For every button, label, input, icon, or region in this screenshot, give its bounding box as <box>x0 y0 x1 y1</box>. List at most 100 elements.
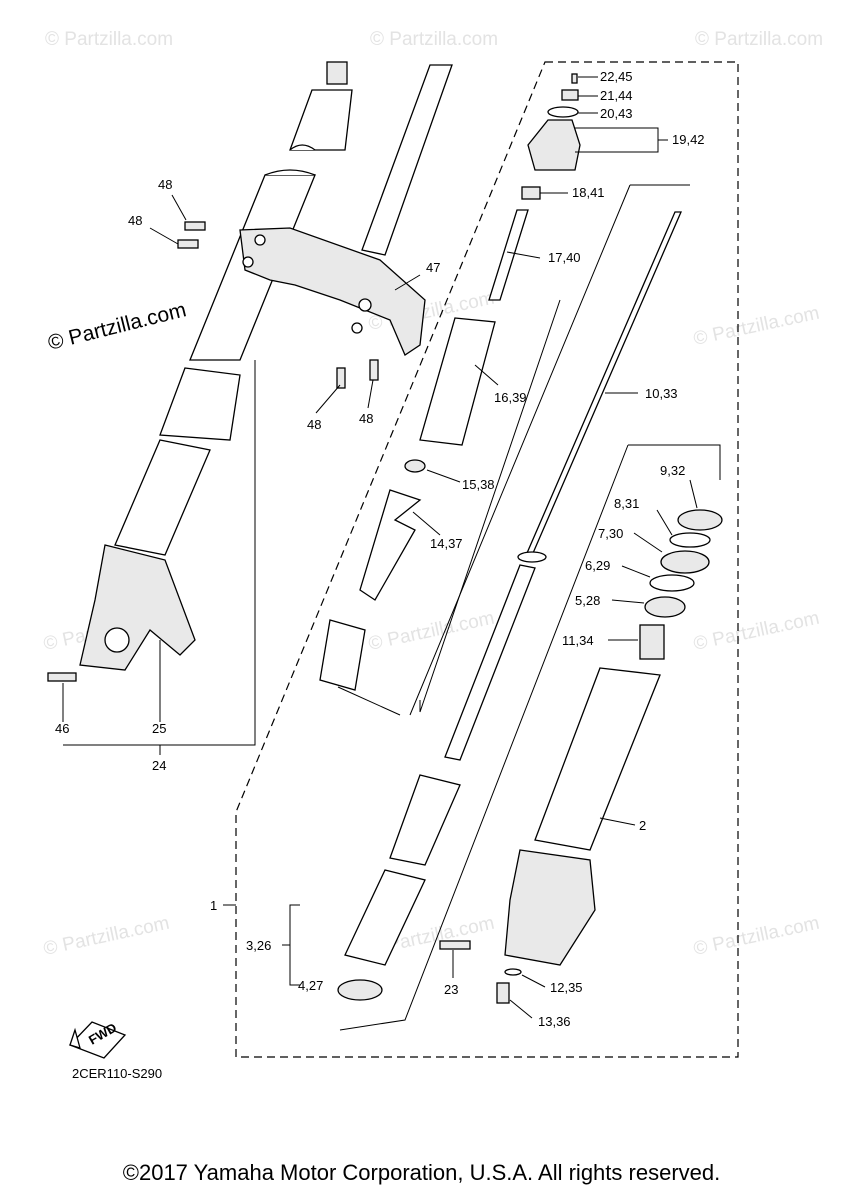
locknut <box>521 186 541 200</box>
callout-1: 1 <box>210 898 217 913</box>
stopper-ring <box>669 532 711 548</box>
dust-seal <box>677 509 723 531</box>
spacer-rod <box>488 209 529 301</box>
watermark: © Partzilla.com <box>695 29 823 50</box>
bolt-48 <box>177 239 199 249</box>
leader-line <box>412 511 441 536</box>
callout-8-31: 8,31 <box>614 496 639 511</box>
bolt-48 <box>184 221 206 231</box>
bolt-23 <box>439 940 471 950</box>
callout-5-28: 5,28 <box>575 593 600 608</box>
leader-line <box>509 999 533 1019</box>
leader-line <box>474 364 499 386</box>
watermark: © Partzilla.com <box>692 608 822 655</box>
callout-12-35: 12,35 <box>550 980 583 995</box>
callout-25: 25 <box>152 721 166 736</box>
spring-upper <box>359 489 422 601</box>
callout-7-30: 7,30 <box>598 526 623 541</box>
callout-13-36: 13,36 <box>538 1014 571 1029</box>
bracket-24 <box>63 360 256 755</box>
gasket <box>504 968 522 976</box>
callout-6-29: 6,29 <box>585 558 610 573</box>
leader-line <box>419 299 561 713</box>
callout-48: 48 <box>128 213 142 228</box>
callout-4-27: 4,27 <box>298 978 323 993</box>
callout-18-41: 18,41 <box>572 185 605 200</box>
screw <box>571 73 578 84</box>
outer-tube-upper <box>159 367 241 441</box>
leader-line <box>367 379 374 409</box>
outer-tube-lower <box>114 439 211 556</box>
callout-9-32: 9,32 <box>660 463 685 478</box>
under-bracket <box>239 227 426 356</box>
bracket-19-42 <box>575 127 668 153</box>
bracket-10-33 <box>409 184 690 716</box>
leader-line <box>394 274 421 291</box>
fwd-arrow-head <box>69 1027 81 1049</box>
callout-3-26: 3,26 <box>246 938 271 953</box>
leader-line <box>426 469 461 483</box>
callout-2: 2 <box>639 818 646 833</box>
callout-47: 47 <box>426 260 440 275</box>
leader-line <box>621 565 651 578</box>
cap-bolt-assy <box>527 119 581 171</box>
leader-line <box>689 479 698 509</box>
callout-11-34: 11,34 <box>562 633 594 648</box>
fwd-arrow-body <box>68 1021 127 1059</box>
callout-20-43: 20,43 <box>600 106 633 121</box>
o-ring <box>547 106 579 118</box>
slide-bushing <box>644 596 686 618</box>
watermark: © Partzilla.com <box>692 913 822 960</box>
leader-line <box>611 599 645 604</box>
oil-lock-piece <box>639 624 665 660</box>
axle-bracket <box>79 544 196 671</box>
break-line <box>264 169 316 176</box>
bolt-hole <box>351 322 363 334</box>
watermark: © Partzilla.com <box>692 303 822 350</box>
watermark: © Partzilla.com <box>367 608 497 655</box>
callout-16-39: 16,39 <box>494 390 527 405</box>
callout-22-45: 22,45 <box>600 69 633 84</box>
oil-seal <box>660 550 710 574</box>
callout-48: 48 <box>359 411 373 426</box>
watermark-main: © Partzilla.com <box>46 298 189 355</box>
bolt-hole <box>358 298 372 312</box>
outer-tube <box>534 667 661 851</box>
axle-hole <box>104 627 130 653</box>
oil-seal-washer <box>649 574 695 592</box>
assembly-outline <box>235 61 739 1058</box>
outer-tube-bracket <box>504 849 596 966</box>
callout-23: 23 <box>444 982 458 997</box>
damper-cylinder <box>444 564 536 761</box>
assembled-fork <box>47 61 453 682</box>
inner-pipe-lower <box>344 869 426 966</box>
steering-stem <box>361 64 453 256</box>
leader-line <box>506 251 541 259</box>
bolt-46 <box>47 672 77 682</box>
slide-metal <box>337 979 383 1001</box>
cap-bolt <box>326 61 348 85</box>
bracket-3-4 <box>282 904 300 986</box>
bolt-hole <box>242 256 254 268</box>
watermark: © Partzilla.com <box>370 29 498 50</box>
leader-line <box>171 194 187 221</box>
callout-17-40: 17,40 <box>548 250 581 265</box>
fork-top-section <box>289 89 353 151</box>
callout-19-42: 19,42 <box>672 132 705 147</box>
leader-lines <box>62 76 721 1031</box>
callout-15-38: 15,38 <box>462 477 495 492</box>
break-line <box>289 144 316 151</box>
leader-line <box>315 384 341 414</box>
callout-21-44: 21,44 <box>600 88 633 103</box>
bolt-48 <box>369 359 379 381</box>
washer <box>404 459 426 473</box>
rod-washer <box>517 551 547 563</box>
nut <box>561 89 579 101</box>
callout-46: 46 <box>55 721 69 736</box>
collar <box>419 317 496 446</box>
callout-10-33: 10,33 <box>645 386 678 401</box>
leader-line <box>338 687 417 715</box>
leader-line <box>599 817 636 826</box>
fwd-arrow-icon: FWD <box>68 1020 127 1059</box>
